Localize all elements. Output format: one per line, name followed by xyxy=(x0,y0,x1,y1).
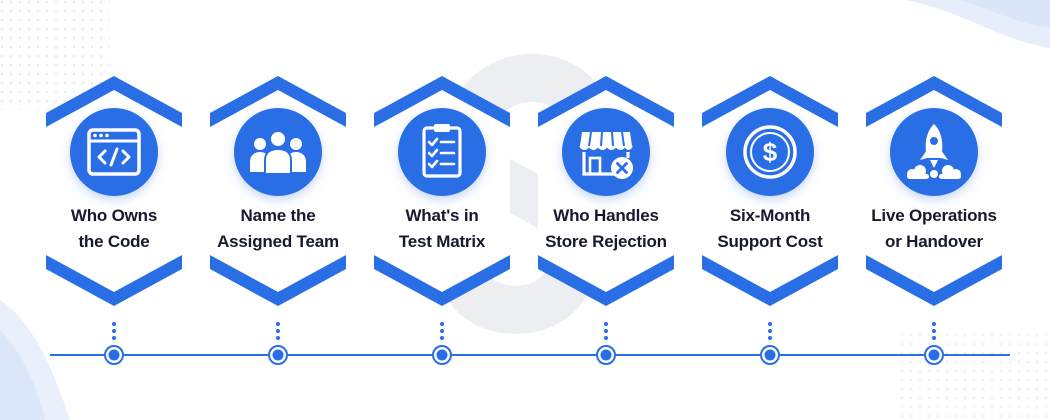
timeline-line xyxy=(50,354,1010,356)
step-label: What's in Test Matrix xyxy=(368,203,516,255)
step-label: Name the Assigned Team xyxy=(204,203,352,255)
connector-dots xyxy=(768,322,772,340)
timeline-node xyxy=(924,345,944,365)
svg-text:$: $ xyxy=(763,137,778,167)
step-label-line-1: Who Handles xyxy=(553,206,659,225)
connector-dots xyxy=(604,322,608,340)
step-label-line-1: Who Owns xyxy=(70,206,158,225)
store-rejection-icon xyxy=(562,108,650,196)
code-window-icon xyxy=(70,108,158,196)
timeline-node xyxy=(268,345,288,365)
step-card-assigned-team: Name the Assigned Team xyxy=(204,70,352,312)
timeline-node xyxy=(104,345,124,365)
step-label-line-2: Store Rejection xyxy=(545,232,667,251)
connector-dots xyxy=(932,322,936,340)
step-label: Live Operations or Handover xyxy=(860,203,1008,255)
step-label-line-2: Assigned Team xyxy=(217,232,339,251)
step-label-line-1: Six-Month xyxy=(729,206,811,225)
step-card-support-cost: $ Six-Month Support Cost xyxy=(696,70,844,312)
step-card-store-rejection: Who Handles Store Rejection xyxy=(532,70,680,312)
step-label-line-2: or Handover xyxy=(885,232,983,251)
step-label: Six-Month Support Cost xyxy=(696,203,844,255)
step-card-live-operations: Live Operations or Handover xyxy=(860,70,1008,312)
step-label-line-1: What's in xyxy=(405,206,479,225)
step-card-test-matrix: What's in Test Matrix xyxy=(368,70,516,312)
step-card-code-ownership: Who Owns the Code xyxy=(40,70,188,312)
step-label-line-2: Test Matrix xyxy=(398,232,486,251)
step-label-line-2: the Code xyxy=(78,232,150,251)
team-icon xyxy=(234,108,322,196)
timeline-node xyxy=(432,345,452,365)
step-label-line-2: Support Cost xyxy=(717,232,823,251)
step-label-line-1: Name the xyxy=(240,206,316,225)
step-label: Who Owns the Code xyxy=(40,203,188,255)
step-label-line-1: Live Operations xyxy=(871,206,997,225)
connector-dots xyxy=(276,322,280,340)
timeline-node xyxy=(596,345,616,365)
timeline-node xyxy=(760,345,780,365)
checklist-icon xyxy=(398,108,486,196)
connector-dots xyxy=(112,322,116,340)
step-label: Who Handles Store Rejection xyxy=(532,203,680,255)
connector-dots xyxy=(440,322,444,340)
dollar-coin-icon: $ xyxy=(726,108,814,196)
rocket-icon xyxy=(890,108,978,196)
